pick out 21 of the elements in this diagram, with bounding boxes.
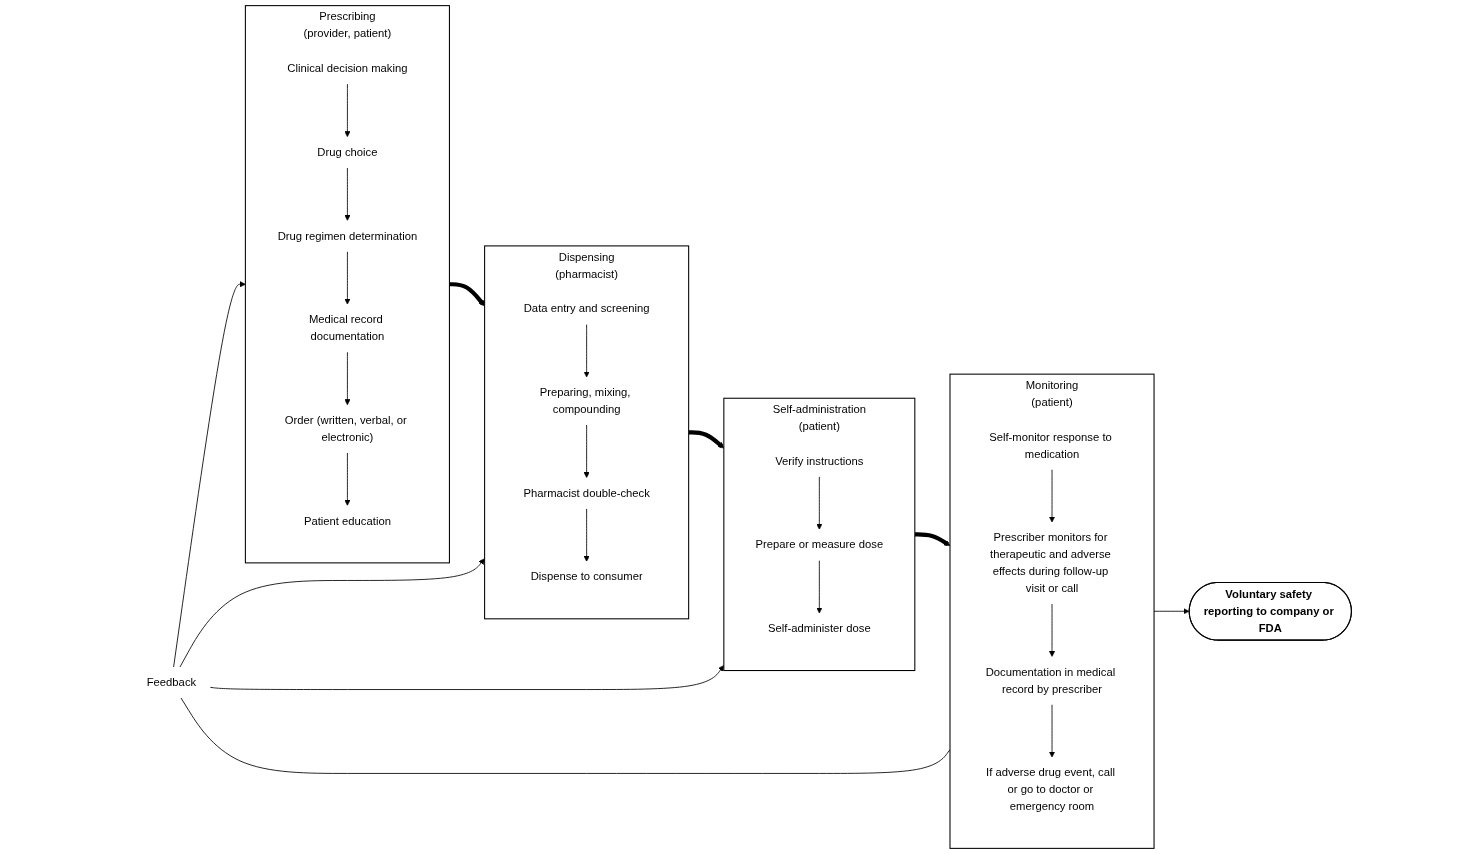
node-text: Order (written, verbal, or electronic) [284, 414, 407, 443]
arrow [449, 282, 485, 307]
connector [180, 697, 951, 774]
node-text: If adverse drug event, call or go to doctor or emergency room [986, 766, 1115, 813]
node-text: Preparing, mixing, compounding [539, 386, 631, 416]
node-text: Pharmacist double-check [523, 486, 650, 499]
arrow [914, 532, 951, 546]
node-text: Dispense to consumer [530, 570, 643, 583]
node-text: Drug choice [317, 146, 378, 158]
node-text: Feedback [146, 676, 197, 689]
node-text: Prescriber monitors for therapeutic and adverse effects during follow-up visit or call [990, 531, 1111, 595]
node-text: Documentation in medical record by prescriber [985, 665, 1116, 695]
node-text: Self-administer dose [768, 622, 871, 635]
node-text: Patient education [303, 514, 391, 527]
node-text: Data entry and screening [523, 302, 650, 315]
node-text: Drug regimen determination [277, 229, 418, 242]
node-text: Prepare or measure dose [755, 538, 884, 551]
node-text: Medical record documentation [308, 313, 385, 343]
node-text: Verify instructions [775, 454, 864, 467]
node-text: Self-monitor response to medication [989, 430, 1112, 460]
node-text: Clinical decision making [287, 62, 408, 75]
